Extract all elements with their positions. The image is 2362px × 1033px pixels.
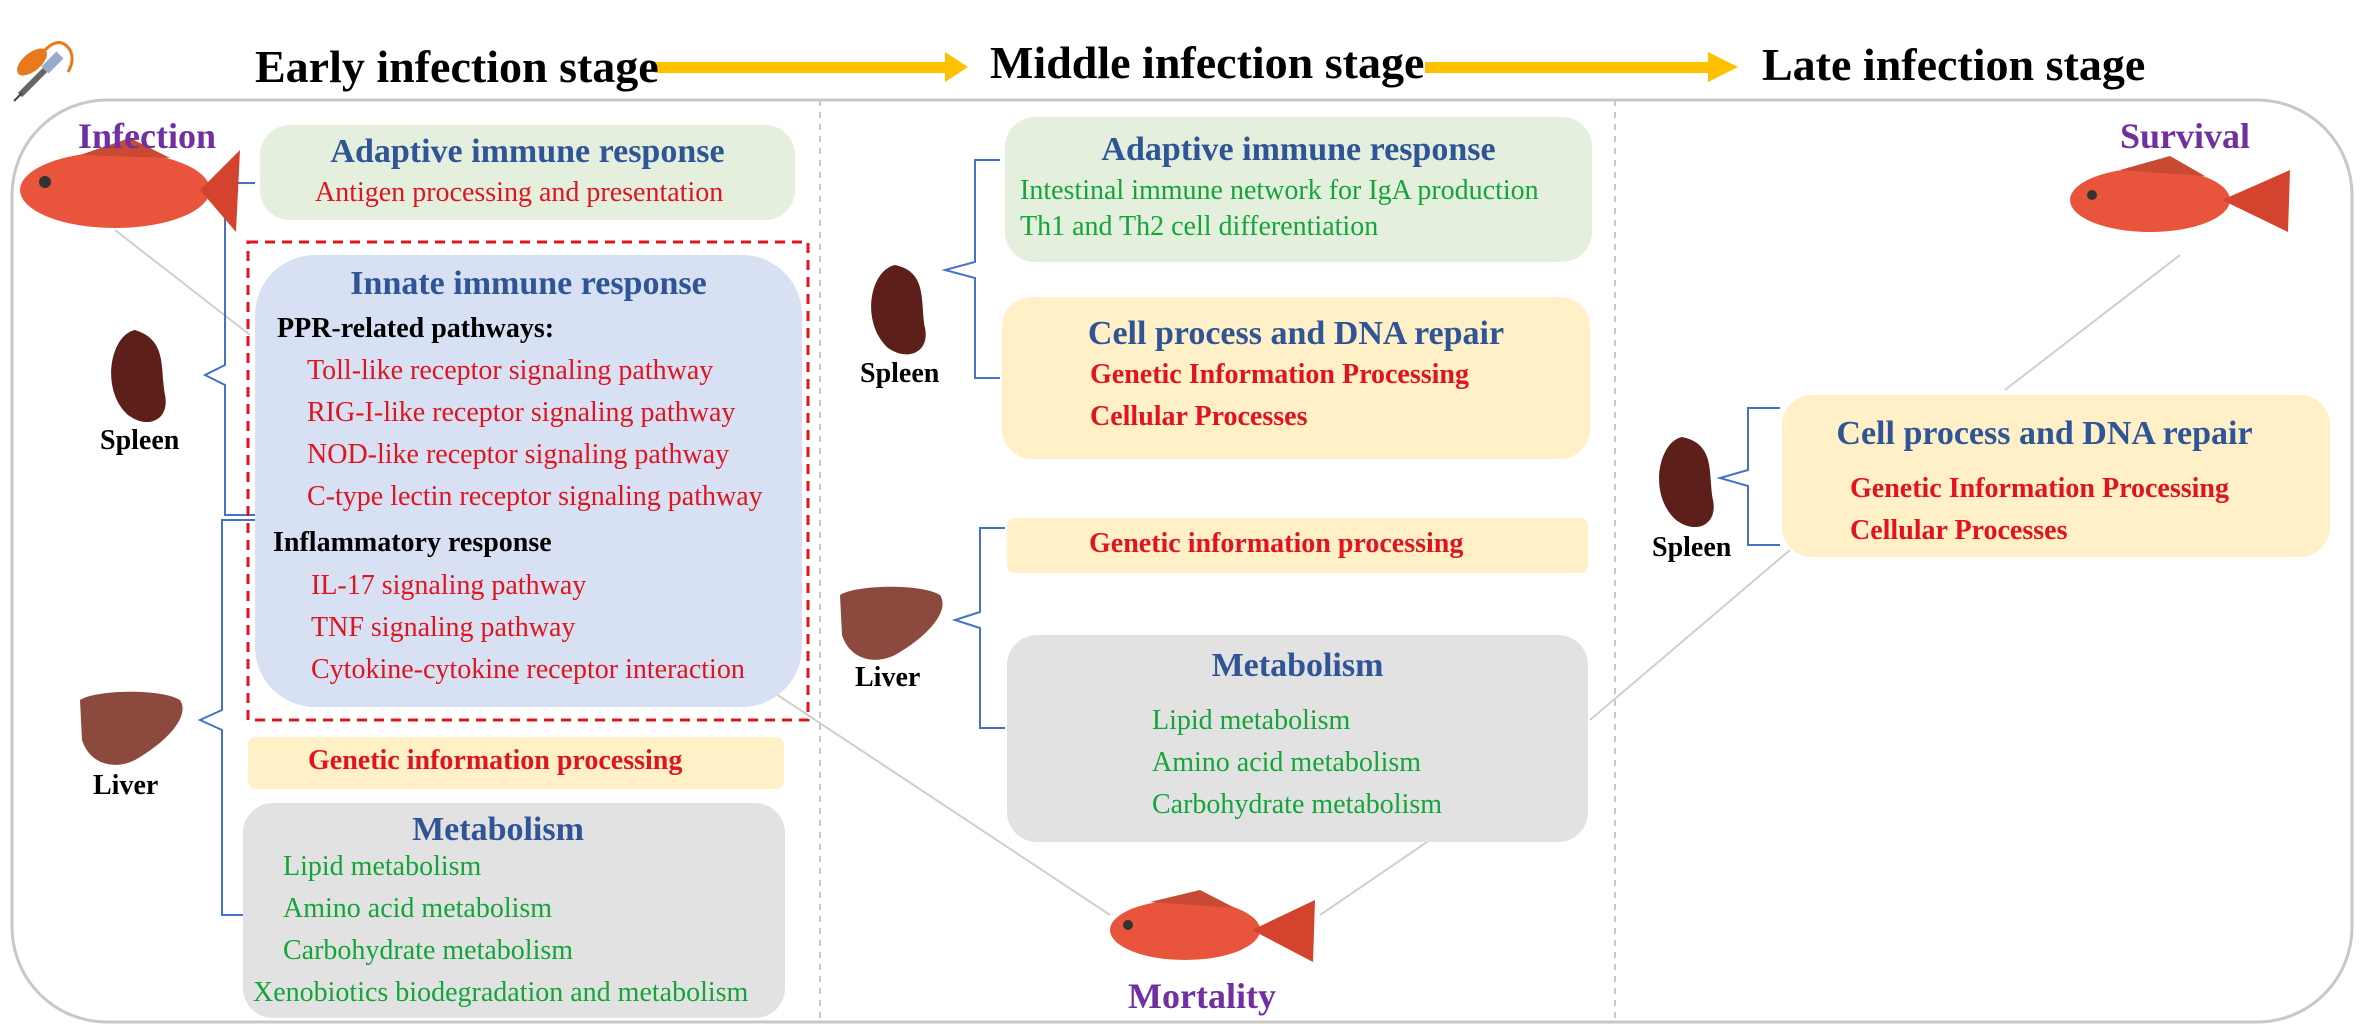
early-adaptive-item: Antigen processing and presentation — [315, 177, 724, 208]
middle-cell-item: Cellular Processes — [1090, 401, 1308, 432]
ppr-header: PPR-related pathways: — [277, 313, 555, 344]
arrow-early-to-middle — [655, 52, 968, 82]
survival-label: Survival — [2120, 116, 2251, 156]
stage-early-title: Early infection stage — [255, 41, 659, 92]
middle-metabolism-box: Metabolism Lipid metabolism Amino acid m… — [1007, 635, 1588, 842]
early-adaptive-title: Adaptive immune response — [330, 133, 725, 170]
early-adaptive-box: Adaptive immune response Antigen process… — [260, 125, 795, 220]
stage-late-title: Late infection stage — [1762, 39, 2146, 90]
middle-metabolism-title: Metabolism — [1211, 647, 1384, 684]
inflammatory-item: TNF signaling pathway — [311, 612, 576, 643]
middle-cell-item: Genetic Information Processing — [1090, 359, 1469, 390]
liver-icon — [80, 691, 183, 765]
mortality-label: Mortality — [1128, 976, 1276, 1016]
brackets — [197, 159, 1780, 916]
metabolism-item: Lipid metabolism — [1152, 705, 1351, 736]
liver-label-early: Liver — [93, 770, 159, 801]
mortality-fish-icon — [1110, 890, 1315, 962]
ppr-item: NOD-like receptor signaling pathway — [307, 439, 730, 470]
connector-lines — [114, 229, 2181, 916]
arrow-middle-to-late — [1425, 52, 1738, 82]
infection-fish-icon — [20, 138, 240, 232]
early-innate-title: Innate immune response — [350, 265, 707, 302]
early-genetic-box: Genetic information processing — [248, 737, 784, 789]
late-cell-item: Cellular Processes — [1850, 515, 2068, 546]
metabolism-item: Lipid metabolism — [283, 851, 482, 882]
spleen-label-early: Spleen — [100, 425, 180, 456]
metabolism-item: Amino acid metabolism — [1152, 747, 1422, 778]
early-genetic-label: Genetic information processing — [308, 745, 683, 776]
spleen-label-late: Spleen — [1652, 532, 1732, 563]
late-cell-title: Cell process and DNA repair — [1836, 415, 2253, 452]
metabolism-item: Xenobiotics biodegradation and metabolis… — [253, 977, 749, 1008]
ppr-item: C-type lectin receptor signaling pathway — [307, 481, 763, 512]
spleen-icon — [111, 330, 166, 423]
liver-label-middle: Liver — [855, 662, 921, 693]
early-metabolism-title: Metabolism — [412, 811, 584, 848]
inflammatory-item: IL-17 signaling pathway — [311, 570, 587, 601]
infection-label: Infection — [78, 116, 216, 156]
survival-fish-icon — [2070, 156, 2290, 232]
middle-adaptive-item: Intestinal immune network for IgA produc… — [1020, 175, 1539, 206]
syringe-bacteria-icon — [13, 41, 74, 102]
stage-middle-title: Middle infection stage — [990, 37, 1425, 88]
ppr-item: RIG-I-like receptor signaling pathway — [307, 397, 736, 428]
early-metabolism-box: Metabolism Lipid metabolism Amino acid m… — [243, 803, 785, 1018]
middle-cell-box: Cell process and DNA repair Genetic Info… — [1002, 297, 1590, 459]
spleen-icon-late — [1659, 437, 1714, 528]
spleen-icon-middle — [871, 265, 926, 355]
late-cell-item: Genetic Information Processing — [1850, 473, 2229, 504]
middle-genetic-label: Genetic information processing — [1089, 528, 1464, 559]
middle-adaptive-title: Adaptive immune response — [1101, 131, 1496, 168]
outer-frame — [10, 98, 2354, 1024]
inflammatory-header: Inflammatory response — [273, 527, 552, 558]
ppr-item: Toll-like receptor signaling pathway — [307, 355, 714, 386]
middle-cell-title: Cell process and DNA repair — [1087, 315, 1505, 352]
metabolism-item: Carbohydrate metabolism — [283, 935, 574, 966]
middle-adaptive-box: Adaptive immune response Intestinal immu… — [1005, 117, 1592, 262]
spleen-label-middle: Spleen — [860, 358, 940, 389]
late-cell-box: Cell process and DNA repair Genetic Info… — [1782, 395, 2330, 557]
middle-adaptive-item: Th1 and Th2 cell differentiation — [1020, 211, 1379, 242]
metabolism-item: Carbohydrate metabolism — [1152, 789, 1443, 820]
liver-icon-middle — [840, 586, 943, 660]
metabolism-item: Amino acid metabolism — [283, 893, 553, 924]
early-innate-box: Innate immune response PPR-related pathw… — [255, 255, 802, 707]
inflammatory-item: Cytokine-cytokine receptor interaction — [311, 654, 745, 685]
innate-highlight-box — [246, 240, 810, 722]
middle-genetic-box: Genetic information processing — [1007, 518, 1588, 573]
